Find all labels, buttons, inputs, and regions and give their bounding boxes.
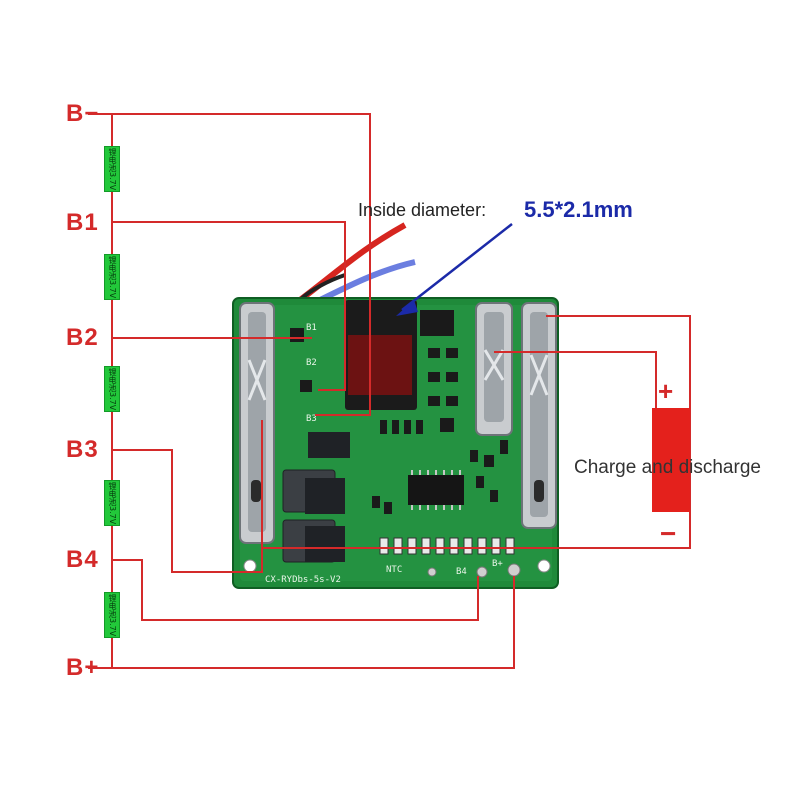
node-label-b3: B3 [66,436,99,463]
battery-cell-label: 锂电池3.7V [108,481,117,525]
mount-hole-left [243,559,257,573]
pad-bplus [507,563,521,577]
right-contact-clip-2 [521,302,557,529]
right-contact-clip-1 [475,302,513,436]
diameter-arrow-head [396,300,418,316]
battery-cell-label: 锂电池3.7V [108,367,117,411]
pad-b4 [476,566,488,578]
diameter-arrow-shaft [401,223,513,311]
battery-cell-label: 锂电池3.7V [108,255,117,299]
battery-cell-label: 锂电池3.7V [108,593,117,637]
battery-cell-3: 锂电池3.7V [104,366,120,412]
wire-b1 [112,221,346,391]
battery-cell-5: 锂电池3.7V [104,592,120,638]
inside-diameter-value: 5.5*2.1mm [524,197,633,222]
wire-b-plus [88,576,515,669]
wire-b3 [112,420,263,573]
node-label-b2: B2 [66,324,99,351]
bms-ic [408,475,464,505]
bottom-resistor-row [379,537,515,555]
node-label-b-minus: B− [66,100,100,127]
left-contact-clip [239,302,275,544]
dc-jack-pad [348,335,412,395]
battery-cell-2: 锂电池3.7V [104,254,120,300]
charge-discharge-label: Charge and discharge [574,457,761,478]
pcb-pad-label-b2: B2 [306,358,317,368]
node-label-b-plus: B+ [66,654,100,681]
smd-components [290,310,508,514]
mount-hole-right [537,559,551,573]
pcb-pad-label-b1: B1 [306,323,317,333]
regulator-chip [308,432,350,458]
pcb-pad-label-b4: B4 [456,567,467,577]
pcb-pad-label-bplus: B+ [492,559,503,569]
pcb-silkscreen: CX-RYDbs-5s-V2 [265,575,341,585]
bms-ic-pins [411,470,461,510]
wire-output-minus [494,351,657,408]
output-plus-sign: + [658,376,674,406]
wire-b-minus [88,113,371,416]
output-minus-sign: − [660,518,677,549]
pad-ntc [427,567,437,577]
node-label-b4: B4 [66,546,99,573]
mosfet-1 [282,469,345,514]
wire-b4 [112,559,479,621]
mosfet-2 [282,519,345,563]
pcb-pad-label-b3: B3 [306,414,317,424]
battery-cell-1: 锂电池3.7V [104,146,120,192]
pcb-pad-label-ntc: NTC [386,565,402,575]
battery-cell-4: 锂电池3.7V [104,480,120,526]
node-label-b1: B1 [66,209,99,236]
battery-cell-label: 锂电池3.7V [108,147,117,191]
charge-discharge-block [652,408,690,512]
inside-diameter-label: Inside diameter: [358,200,487,220]
